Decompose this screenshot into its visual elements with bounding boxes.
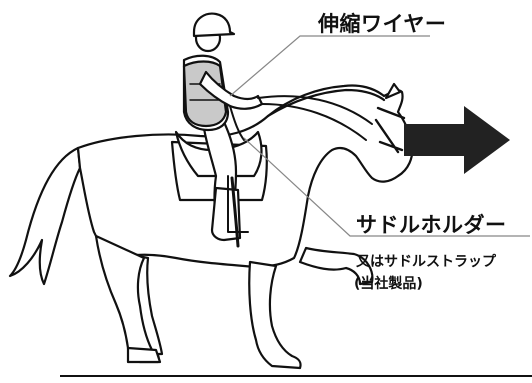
girth [230, 176, 240, 248]
horse-mane [266, 88, 386, 118]
body-protector-vest [182, 60, 228, 128]
right-arrow-icon [404, 106, 510, 174]
horse-tail [8, 146, 82, 286]
bridle [374, 106, 406, 154]
reins [257, 95, 373, 125]
label-telescopic-wire: 伸縮ワイヤー [318, 12, 447, 36]
leader-line-wire [229, 35, 430, 97]
horse-far-front-leg [298, 246, 374, 286]
label-company-product: (当社製品) [354, 276, 423, 292]
saddle-holder-strap [229, 105, 245, 141]
stirrup [227, 175, 249, 233]
horse-near-front-leg [248, 260, 302, 370]
reins-lower [261, 103, 367, 141]
leader-line-holder [243, 137, 530, 237]
horse-ear [384, 82, 402, 100]
label-saddle-strap: 又はサドルストラップ [356, 254, 496, 270]
horse-near-hind-hoof [126, 346, 162, 364]
label-saddle-holder: サドルホルダー [356, 213, 507, 237]
riding-helmet [192, 12, 236, 38]
